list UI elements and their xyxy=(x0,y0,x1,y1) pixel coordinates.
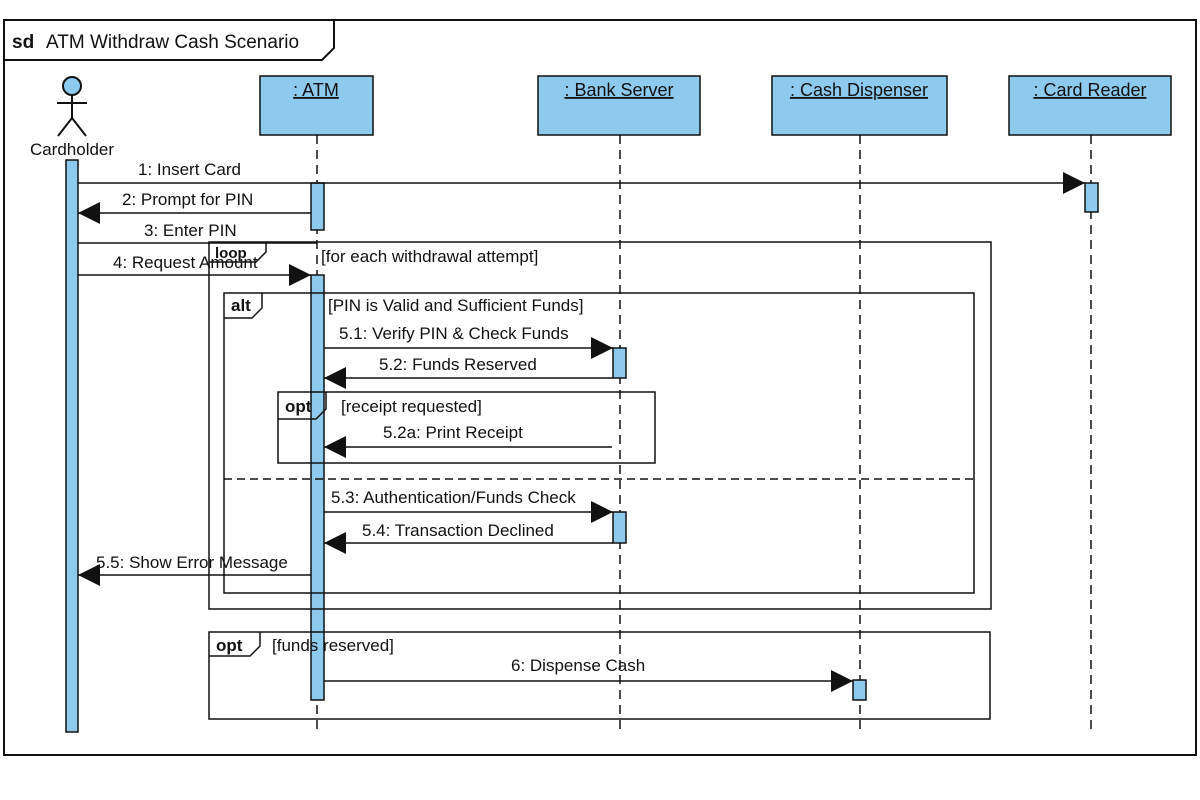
lifeline-cash-dispenser: : Cash Dispenser xyxy=(771,75,948,733)
fragment-operator-loop: loop xyxy=(215,245,247,262)
fragment-operator-opt-receipt: opt xyxy=(285,397,312,416)
fragment-opt-funds: opt [funds reserved] xyxy=(208,631,991,720)
message-label-5-3: 5.3: Authentication/Funds Check xyxy=(331,488,576,507)
fragment-operator-alt: alt xyxy=(231,296,251,315)
lifeline-card-reader: : Card Reader xyxy=(1008,75,1172,733)
activation-cardholder xyxy=(65,159,79,733)
activation-card-reader xyxy=(1084,182,1099,213)
message-4: 4: Request Amount xyxy=(78,253,311,286)
lifeline-label-atm: : ATM xyxy=(293,80,339,100)
activation-cash-dispenser xyxy=(852,679,867,701)
activation-bank-1 xyxy=(612,347,627,379)
message-label-6: 6: Dispense Cash xyxy=(511,656,645,675)
message-5-4: 5.4: Transaction Declined xyxy=(324,521,613,554)
message-label-4: 4: Request Amount xyxy=(113,253,258,272)
message-label-5-2: 5.2: Funds Reserved xyxy=(379,355,537,374)
message-2: 2: Prompt for PIN xyxy=(78,190,311,224)
actor-cardholder: Cardholder xyxy=(30,76,114,159)
actor-head-icon xyxy=(62,76,82,96)
diagram-title: ATM Withdraw Cash Scenario xyxy=(46,32,299,53)
fragment-guard-loop: [for each withdrawal attempt] xyxy=(321,247,538,266)
lifeline-bank-server: : Bank Server xyxy=(537,75,701,733)
fragment-operator-opt-funds: opt xyxy=(216,636,243,655)
message-label-1: 1: Insert Card xyxy=(138,160,241,179)
lifeline-label-card-reader: : Card Reader xyxy=(1033,80,1146,100)
sd-keyword: sd xyxy=(12,32,34,53)
fragment-guard-opt-receipt: [receipt requested] xyxy=(341,397,482,416)
message-1: 1: Insert Card xyxy=(78,160,1085,194)
message-label-5-5: 5.5: Show Error Message xyxy=(96,553,288,572)
fragment-guard-alt: [PIN is Valid and Sufficient Funds] xyxy=(328,296,583,315)
message-5-5: 5.5: Show Error Message xyxy=(78,553,311,586)
message-label-5-4: 5.4: Transaction Declined xyxy=(362,521,554,540)
message-label-5-2a: 5.2a: Print Receipt xyxy=(383,423,523,442)
actor-label: Cardholder xyxy=(30,140,114,159)
message-6: 6: Dispense Cash xyxy=(324,656,853,692)
activation-atm-1 xyxy=(310,182,325,231)
message-5-2: 5.2: Funds Reserved xyxy=(324,355,613,389)
lifeline-head-card-reader xyxy=(1008,75,1172,136)
message-5-3: 5.3: Authentication/Funds Check xyxy=(324,488,613,523)
lifeline-label-bank-server: : Bank Server xyxy=(564,80,673,100)
lifeline-label-cash-dispenser: : Cash Dispenser xyxy=(790,80,928,100)
fragment-opt-receipt: opt [receipt requested] xyxy=(277,391,656,464)
message-5-2a: 5.2a: Print Receipt xyxy=(324,423,612,458)
activation-bank-2 xyxy=(612,511,627,544)
lifeline-head-bank-server xyxy=(537,75,701,136)
lifeline-head-atm xyxy=(259,75,374,136)
fragment-alt: alt [PIN is Valid and Sufficient Funds] xyxy=(223,292,975,594)
message-3: 3: Enter PIN xyxy=(78,221,317,244)
message-5-1: 5.1: Verify PIN & Check Funds xyxy=(324,324,613,359)
fragment-guard-opt-funds: [funds reserved] xyxy=(272,636,394,655)
sd-frame xyxy=(3,19,1197,756)
message-label-3: 3: Enter PIN xyxy=(144,221,237,240)
message-label-5-1: 5.1: Verify PIN & Check Funds xyxy=(339,324,569,343)
fragment-loop: loop [for each withdrawal attempt] xyxy=(208,241,992,610)
sd-frame-tab xyxy=(4,20,335,61)
lifeline-head-cash-dispenser xyxy=(771,75,948,136)
message-label-2: 2: Prompt for PIN xyxy=(122,190,253,209)
